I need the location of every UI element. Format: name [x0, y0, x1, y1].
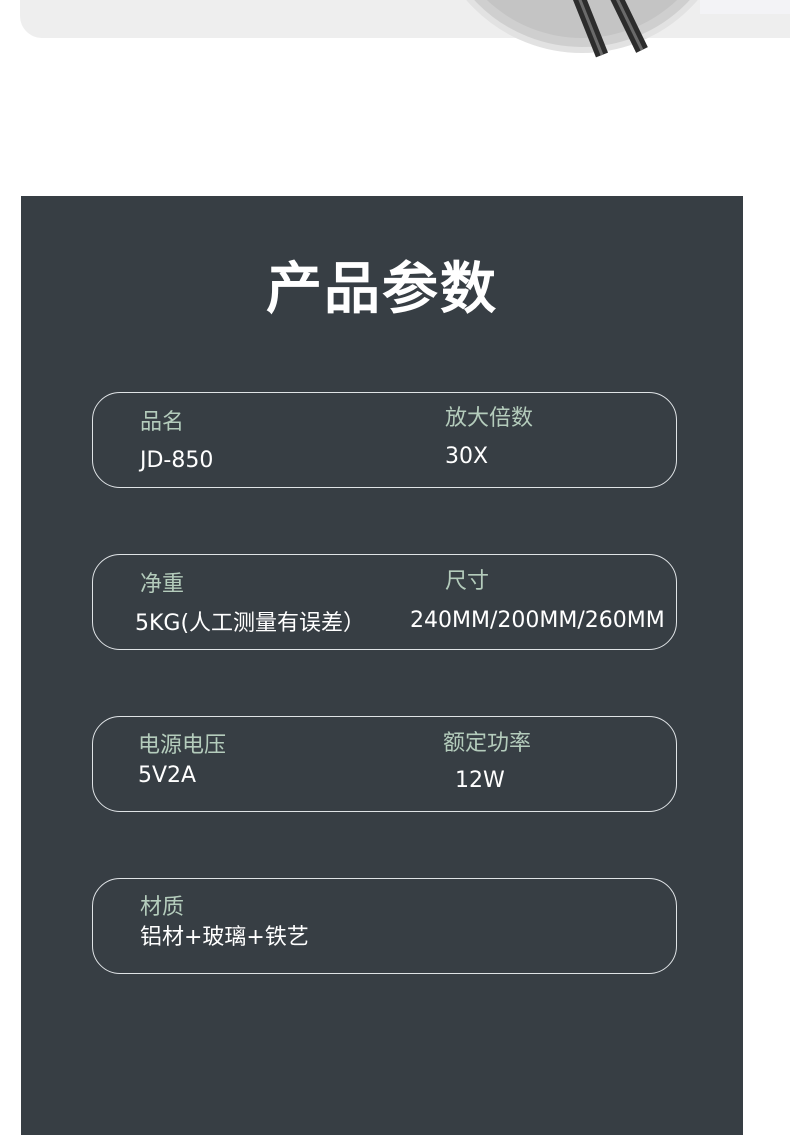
top-strip: [700, 0, 790, 14]
spec-label-power: 额定功率: [443, 731, 532, 756]
spec-value-weight: 5KG(人工测量有误差）: [135, 611, 366, 636]
spec-value-power: 12W: [455, 768, 505, 793]
spec-box-voltage-power: [92, 716, 677, 812]
magnifier-lens-image: [466, 0, 698, 58]
spec-value-material: 铝材+玻璃+铁艺: [140, 925, 309, 950]
spec-value-name: JD-850: [140, 448, 214, 473]
spec-panel: [21, 196, 743, 1135]
spec-box-weight-size: [92, 554, 677, 650]
spec-box-name-magnification: [92, 392, 677, 488]
spec-value-size: 240MM/200MM/260MM: [410, 608, 665, 633]
spec-label-weight: 净重: [140, 572, 185, 597]
spec-label-magnification: 放大倍数: [445, 406, 534, 431]
spec-label-name: 品名: [140, 410, 185, 435]
section-title: 产品参数: [266, 257, 498, 322]
spec-label-size: 尺寸: [445, 569, 490, 594]
spec-label-voltage: 电源电压: [138, 733, 227, 758]
spec-value-voltage: 5V2A: [138, 763, 197, 788]
spec-label-material: 材质: [140, 895, 185, 920]
spec-box-material: [92, 878, 677, 974]
spec-value-magnification: 30X: [445, 444, 489, 469]
